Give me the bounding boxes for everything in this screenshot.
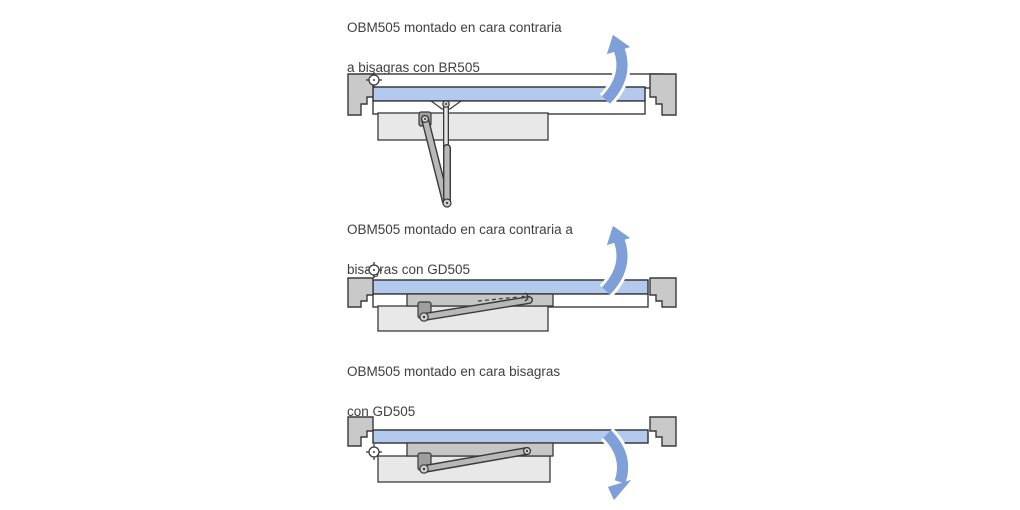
figure-2-caption: OBM505 montado en cara contraria a bisag… <box>347 220 677 280</box>
figure-3-caption-line1: OBM505 montado en cara bisagras <box>347 364 561 379</box>
opening-direction-arrow-up-icon <box>599 31 635 106</box>
figure-1-caption: OBM505 montado en cara contraria a bisag… <box>347 18 677 78</box>
opening-direction-arrow-down-icon <box>600 427 637 504</box>
pivot-axis-icon <box>366 444 382 460</box>
figure-1-cross-section <box>347 31 677 208</box>
figure-1-caption-line2: a bisagras con BR505 <box>347 60 480 75</box>
left-jamb <box>347 416 374 447</box>
figure-2-cross-section <box>347 222 677 332</box>
left-jamb <box>347 277 374 308</box>
pivot-axis-icon <box>366 72 382 88</box>
frame-bottom-profile <box>372 100 646 115</box>
figure-3-caption: OBM505 montado en cara bisagras con GD50… <box>347 362 677 422</box>
figure-2-caption-line2: bisagras con GD505 <box>347 262 471 277</box>
right-jamb <box>649 416 677 447</box>
right-jamb <box>649 277 677 308</box>
figure-1-caption-line1: OBM505 montado en cara contraria <box>347 20 562 35</box>
opening-direction-arrow-up-icon <box>599 222 635 297</box>
figure-3-cross-section <box>347 416 677 504</box>
figure-3-caption-line2: con GD505 <box>347 404 416 419</box>
pivot-axis-icon <box>366 262 382 278</box>
right-jamb <box>649 73 677 116</box>
slider-end-chevron-icon <box>524 292 529 302</box>
figure-2-caption-line1: OBM505 montado en cara contraria a <box>347 222 573 237</box>
operator-housing <box>377 112 549 141</box>
